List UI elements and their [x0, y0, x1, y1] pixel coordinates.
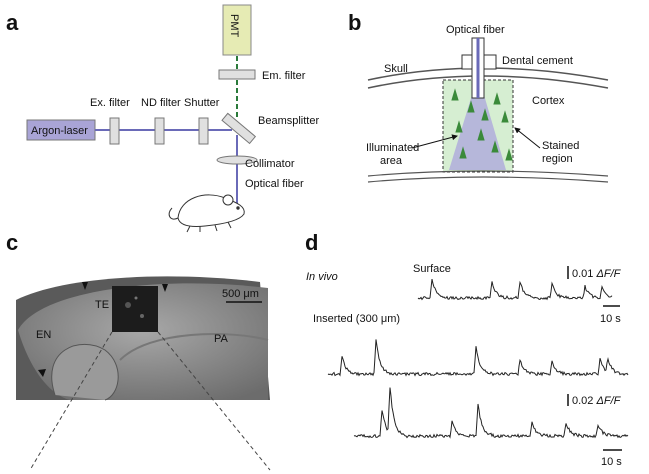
dental-cement-label: Dental cement — [502, 55, 573, 67]
optical-fiber-label-a: Optical fiber — [245, 178, 304, 190]
pa-label: PA — [214, 333, 229, 345]
laser-label: Argon-laser — [31, 125, 88, 137]
optical-fiber-label-b: Optical fiber — [446, 24, 505, 36]
shutter-label: Shutter — [184, 97, 220, 109]
arrowhead-1 — [82, 282, 88, 290]
cortex-boundary-2 — [367, 176, 609, 183]
panel-label-c: c — [6, 230, 18, 255]
panel-label-d: d — [305, 230, 318, 255]
panel-c-slice: TE EN PA 500 μm — [16, 276, 271, 471]
illuminated-arrow — [411, 134, 458, 149]
skull-label: Skull — [384, 63, 408, 75]
en-label: EN — [36, 329, 51, 341]
pmt-label: PMT — [228, 14, 240, 38]
inserted-label: Inserted (300 μm) — [313, 313, 400, 325]
time-top-label: 10 s — [600, 313, 621, 325]
scale-bottom-text: 0.02 ΔF/F — [572, 395, 622, 407]
stained-label-1: Stained — [542, 140, 579, 152]
em-filter-label: Em. filter — [262, 70, 306, 82]
beamsplitter — [221, 112, 257, 145]
neurons — [451, 88, 513, 161]
pmt-detector — [222, 4, 252, 56]
panel-b-schematic: Optical fiber Dental cement Skull Cortex… — [366, 24, 609, 183]
ex-filter-label: Ex. filter — [90, 97, 130, 109]
slice-hippocampus — [51, 343, 119, 401]
zoom-line-right — [157, 331, 271, 471]
in-vivo-label: In vivo — [306, 271, 338, 283]
panel-d-traces: In vivo Surface Inserted (300 μm) 0.01 Δ… — [306, 263, 629, 468]
beamsplitter-label: Beamsplitter — [258, 115, 319, 127]
scale-top-text: 0.01 ΔF/F — [572, 268, 622, 280]
panel-label-a: a — [6, 10, 19, 35]
shutter — [198, 117, 209, 145]
time-bottom-label: 10 s — [601, 456, 622, 468]
collimator — [216, 155, 258, 165]
slice-layer-line — [119, 333, 269, 361]
arrowhead-2 — [162, 284, 168, 292]
arrowhead-3 — [38, 369, 46, 377]
em-filter — [218, 69, 256, 80]
nd-filter-label: ND filter — [141, 97, 181, 109]
stained-label-2: region — [542, 153, 573, 165]
mouse-icon — [168, 194, 245, 233]
collimator-label: Collimator — [245, 158, 295, 170]
te-label: TE — [95, 299, 109, 311]
stained-arrow — [514, 127, 541, 149]
nd-filter — [154, 117, 165, 145]
cortex-label: Cortex — [532, 95, 565, 107]
illuminated-label-1: Illuminated — [366, 142, 419, 154]
trace-inserted-2 — [353, 387, 629, 439]
zoom-line-left — [29, 331, 113, 471]
surface-label: Surface — [413, 263, 451, 275]
trace-surface — [417, 278, 613, 301]
imaging-field — [112, 286, 158, 332]
panel-label-b: b — [348, 10, 361, 35]
panel-a-setup: PMT Em. filter Argon-laser Ex. filter ND… — [26, 4, 319, 233]
ex-filter — [109, 117, 120, 145]
illuminated-label-2: area — [380, 155, 403, 167]
trace-inserted-1 — [327, 339, 629, 377]
scale-bar-label-c: 500 μm — [222, 288, 259, 300]
cortex-boundary-1 — [367, 170, 609, 177]
